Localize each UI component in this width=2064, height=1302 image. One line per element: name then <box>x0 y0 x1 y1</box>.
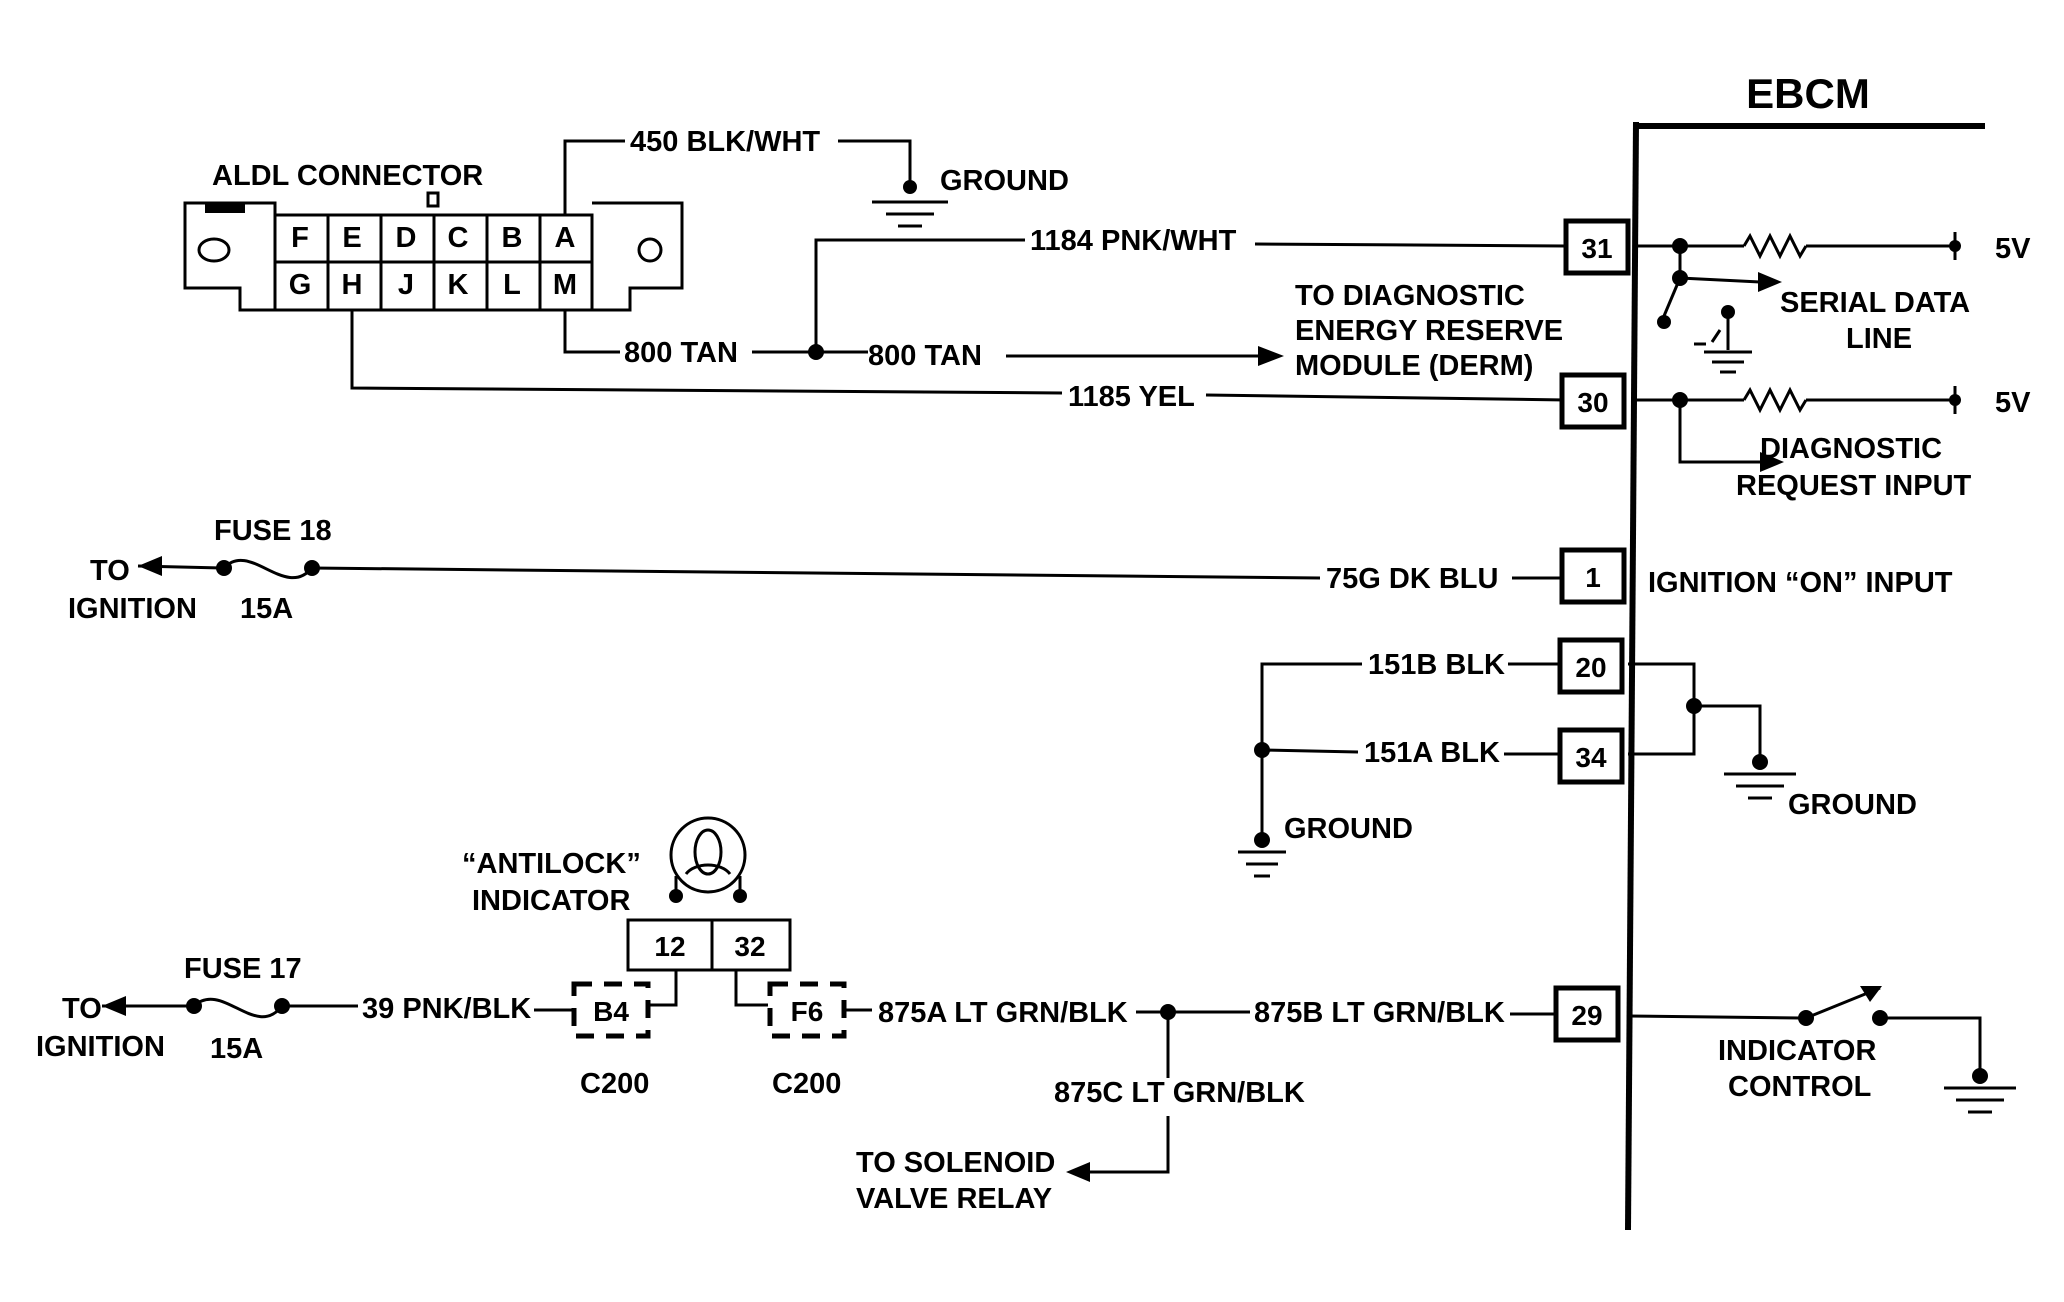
wire-1185: 1185 YEL <box>350 310 1567 413</box>
serial-data-line-2: LINE <box>1846 323 1912 355</box>
aldl-pin-k: K <box>448 269 469 301</box>
wire-151a-label: 151A BLK <box>1364 737 1500 769</box>
wire-151b-label: 151B BLK <box>1368 649 1505 681</box>
aldl-pin-g: G <box>289 269 312 301</box>
fuse-18-rating: 15A <box>240 593 293 625</box>
ground-top-label: GROUND <box>940 165 1069 197</box>
derm-line-3: MODULE (DERM) <box>1295 350 1533 382</box>
wire-450-label: 450 BLK/WHT <box>630 126 820 158</box>
ground-symbol-top: GROUND <box>872 165 1069 228</box>
connector-b4: B4 C200 <box>571 981 651 1100</box>
pin-20-label: 20 <box>1575 652 1606 683</box>
aldl-pin-m: M <box>553 269 577 301</box>
v5-top-label: 5V <box>1995 233 2031 265</box>
c200-left-label: C200 <box>580 1068 649 1100</box>
ebcm-module: EBCM <box>1625 70 1985 1231</box>
aldl-pin-h: H <box>342 269 363 301</box>
antilock-label-line-1: “ANTILOCK” <box>462 848 641 880</box>
fuse-17-label: FUSE 17 <box>184 953 302 985</box>
solenoid-line-2: VALVE RELAY <box>856 1183 1052 1215</box>
v5-bottom-label: 5V <box>1995 387 2031 419</box>
indicator-control-circuit: INDICATOR CONTROL <box>1627 986 2016 1114</box>
pin-34-label: 34 <box>1575 742 1607 773</box>
wire-875: 875A LT GRN/BLK 875B LT GRN/BLK 875C LT … <box>844 997 1556 1215</box>
pin-30-label: 30 <box>1577 387 1608 418</box>
derm-line-1: TO DIAGNOSTIC <box>1295 280 1525 312</box>
aldl-pin-d: D <box>396 222 417 254</box>
fuse-18-label: FUSE 18 <box>214 515 332 547</box>
lamp-pin-32-label: 32 <box>734 931 765 962</box>
serial-data-line-1: SERIAL DATA <box>1780 287 1970 319</box>
c200-right-label: C200 <box>772 1068 841 1100</box>
connector-f6: F6 C200 <box>767 981 847 1100</box>
wire-800-left-label: 800 TAN <box>624 337 738 369</box>
ebcm-pin-30: 30 <box>1559 372 1627 430</box>
derm-line-2: ENERGY RESERVE <box>1295 315 1563 347</box>
solenoid-line-1: TO SOLENOID <box>856 1147 1055 1179</box>
wire-800-right-label: 800 TAN <box>868 340 982 372</box>
wire-450: 450 BLK/WHT <box>563 126 917 215</box>
aldl-connector-label: ALDL CONNECTOR <box>212 160 483 192</box>
aldl-pin-c: C <box>448 222 469 254</box>
aldl-pin-e: E <box>342 222 361 254</box>
to-ignition-1-line-2: IGNITION <box>68 593 197 625</box>
aldl-pin-a: A <box>555 222 576 254</box>
wire-1184-label: 1184 PNK/WHT <box>1030 225 1237 257</box>
ebcm-pin-1: 1 <box>1559 547 1627 605</box>
to-ignition-2-line-2: IGNITION <box>36 1031 165 1063</box>
lamp-pin-12-label: 12 <box>654 931 685 962</box>
ebcm-pin-31: 31 <box>1563 218 1631 276</box>
to-ignition-1-line-1: TO <box>90 555 130 587</box>
diagnostic-request-line-1: DIAGNOSTIC <box>1760 433 1942 465</box>
fuse-17-circuit: FUSE 17 15A 39 PNK/BLK TO IGNITION <box>36 953 574 1065</box>
ebcm-title: EBCM <box>1746 70 1870 117</box>
serial-data-circuit: 5V SERIAL DATA LINE <box>1636 232 2031 374</box>
wire-1185-label: 1185 YEL <box>1068 381 1195 413</box>
pin-31-label: 31 <box>1581 233 1612 264</box>
diagnostic-request-line-2: REQUEST INPUT <box>1736 470 1972 502</box>
aldl-pin-l: L <box>503 269 521 301</box>
aldl-connector: ALDL CONNECTOR F E D C B A G H J K L M <box>183 160 684 312</box>
ground-circuit: 151B BLK 151A BLK GROUND GROUND <box>1238 649 1917 878</box>
wire-875c-label: 875C LT GRN/BLK <box>1054 1077 1305 1109</box>
ebcm-pin-34: 34 <box>1557 727 1625 785</box>
aldl-pin-f: F <box>291 222 309 254</box>
aldl-pin-b: B <box>502 222 523 254</box>
wire-800: 800 TAN 800 TAN <box>563 310 1284 372</box>
diagnostic-request-circuit: 5V DIAGNOSTIC REQUEST INPUT <box>1636 386 2031 502</box>
ebcm-pin-29: 29 <box>1553 985 1621 1043</box>
ebcm-pin-20: 20 <box>1557 637 1625 695</box>
antilock-label-line-2: INDICATOR <box>472 885 630 917</box>
wire-75g-label: 75G DK BLU <box>1326 563 1498 595</box>
indicator-control-line-1: INDICATOR <box>1718 1035 1876 1067</box>
connector-b4-label: B4 <box>593 996 629 1027</box>
ground-right-label: GROUND <box>1788 789 1917 821</box>
pin-1-label: 1 <box>1585 562 1601 593</box>
wire-39-label: 39 PNK/BLK <box>362 993 531 1025</box>
indicator-control-line-2: CONTROL <box>1728 1071 1871 1103</box>
ignition-on-input-label: IGNITION “ON” INPUT <box>1648 567 1953 599</box>
to-ignition-2-line-1: TO <box>62 993 102 1025</box>
aldl-pin-j: J <box>398 269 414 301</box>
fuse-18-circuit: FUSE 18 15A 75G DK BLU TO IGNITION IGNIT… <box>68 515 1953 625</box>
wire-875b-label: 875B LT GRN/BLK <box>1254 997 1505 1029</box>
connector-f6-label: F6 <box>791 996 824 1027</box>
pin-29-label: 29 <box>1571 1000 1602 1031</box>
derm-label: TO DIAGNOSTIC ENERGY RESERVE MODULE (DER… <box>1295 280 1563 382</box>
antilock-indicator: “ANTILOCK” INDICATOR 12 32 <box>462 816 792 1007</box>
fuse-17-rating: 15A <box>210 1033 263 1065</box>
wire-875a-label: 875A LT GRN/BLK <box>878 997 1128 1029</box>
ground-left-label: GROUND <box>1284 813 1413 845</box>
wire-1184: 1184 PNK/WHT <box>814 225 1567 352</box>
